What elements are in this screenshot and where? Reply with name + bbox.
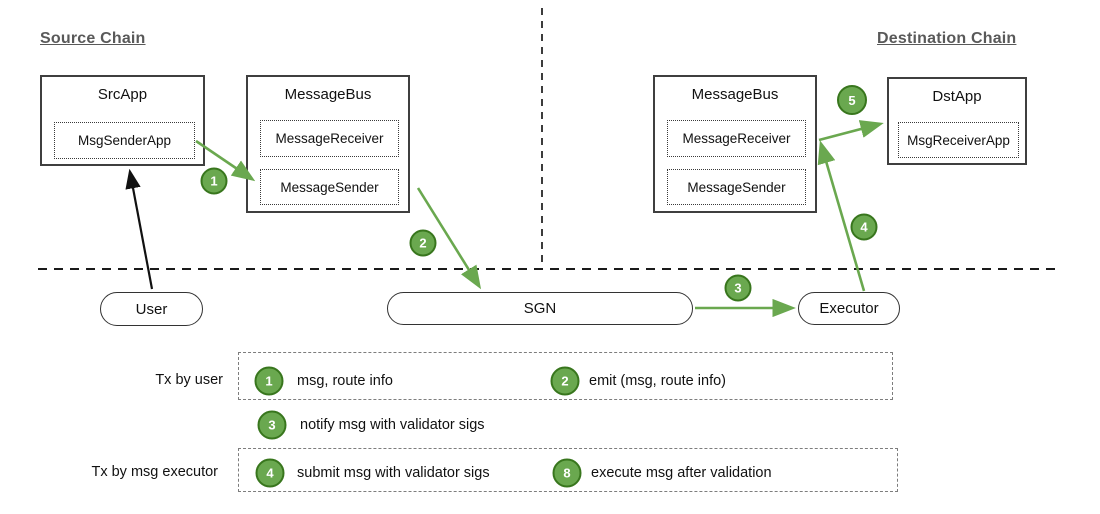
step-badge-3: 3 <box>724 274 752 302</box>
step-badge-2: 2 <box>409 229 437 257</box>
user-node: User <box>100 292 203 326</box>
legend-item-1-text: msg, route info <box>297 373 393 389</box>
legend-badge-1: 1 <box>254 366 284 396</box>
messagesender-source-box: MessageSender <box>260 169 399 205</box>
heading-source-chain: Source Chain <box>40 30 146 47</box>
legend-item-3-text: notify msg with validator sigs <box>300 417 485 433</box>
msgreceiverapp-box: MsgReceiverApp <box>898 122 1019 158</box>
messagebus-source-title: MessageBus <box>284 86 372 103</box>
legend-item-2-text: emit (msg, route info) <box>589 373 726 389</box>
legend-badge-8: 8 <box>552 458 582 488</box>
sgn-node: SGN <box>387 292 693 325</box>
legend-row1-box <box>238 352 893 400</box>
arrow-5-messagereceiver-to-dstapp <box>818 120 884 142</box>
msgsenderapp-box: MsgSenderApp <box>54 122 195 159</box>
messagebus-destination-title: MessageBus <box>691 86 779 103</box>
arrow-user-to-srcapp <box>125 168 154 290</box>
legend-badge-3: 3 <box>257 410 287 440</box>
legend-item-8-text: execute msg after validation <box>591 465 772 481</box>
legend-badge-4: 4 <box>255 458 285 488</box>
messagebus-source-box: MessageBus MessageReceiver MessageSender <box>246 75 410 213</box>
heading-destination-chain: Destination Chain <box>877 30 1017 47</box>
messagebus-destination-box: MessageBus MessageReceiver MessageSender <box>653 75 817 213</box>
step-badge-4: 4 <box>850 213 878 241</box>
executor-node: Executor <box>798 292 900 325</box>
dstapp-box: DstApp MsgReceiverApp <box>887 77 1027 165</box>
srcapp-box: SrcApp MsgSenderApp <box>40 75 205 166</box>
legend-row2-box <box>238 448 898 492</box>
dstapp-title: DstApp <box>932 88 982 105</box>
messagereceiver-source-box: MessageReceiver <box>260 120 399 157</box>
legend-badge-2: 2 <box>550 366 580 396</box>
legend-row1-label: Tx by user <box>155 372 223 388</box>
legend-item-4-text: submit msg with validator sigs <box>297 465 490 481</box>
legend-row2-label: Tx by msg executor <box>91 464 218 480</box>
srcapp-title: SrcApp <box>97 86 148 103</box>
messagesender-destination-box: MessageSender <box>667 169 806 205</box>
step-badge-5: 5 <box>837 85 867 115</box>
messagereceiver-destination-box: MessageReceiver <box>667 120 806 157</box>
step-badge-1: 1 <box>200 167 228 195</box>
